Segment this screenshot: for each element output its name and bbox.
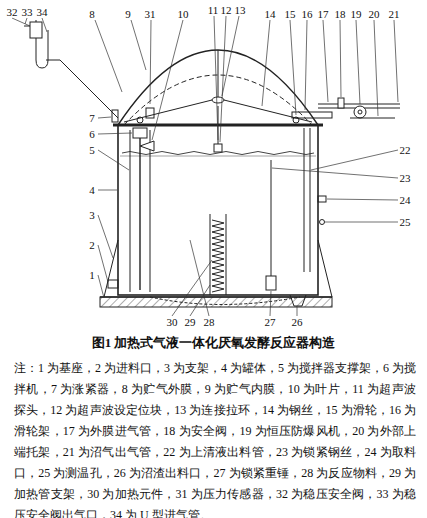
callout-number: 10 <box>177 9 190 20</box>
callout-number: 4 <box>88 185 96 196</box>
callout-number: 26 <box>291 317 304 328</box>
callout-number: 3 <box>88 210 96 221</box>
callout-number: 8 <box>88 9 96 20</box>
callout-number: 18 <box>334 9 347 20</box>
callout-number: 2 <box>88 240 96 251</box>
callout-number: 20 <box>368 9 381 20</box>
callout-number: 33 <box>21 7 34 18</box>
callout-number: 27 <box>264 317 277 328</box>
callout-number: 31 <box>144 9 157 20</box>
callout-number: 13 <box>234 5 247 16</box>
callout-number: 7 <box>88 113 96 124</box>
callout-number: 22 <box>399 145 412 156</box>
callout-number: 19 <box>350 9 363 20</box>
callout-number: 23 <box>399 173 412 184</box>
callout-number: 5 <box>88 145 96 156</box>
callout-number: 11 <box>207 5 220 16</box>
callout-number: 1 <box>88 270 96 281</box>
callout-number: 34 <box>36 7 49 18</box>
callout-number: 29 <box>184 317 197 328</box>
callout-number: 6 <box>88 129 96 140</box>
callout-number: 17 <box>317 9 330 20</box>
callout-number: 9 <box>124 9 132 20</box>
callout-number: 14 <box>264 9 277 20</box>
callout-number: 21 <box>388 9 401 20</box>
callout-number: 15 <box>284 9 297 20</box>
callout-number: 30 <box>166 317 179 328</box>
callout-number: 24 <box>399 195 412 206</box>
figure-caption: 图1 加热式气液一体化厌氧发酵反应器构造 <box>0 334 427 352</box>
callout-number: 28 <box>203 317 216 328</box>
callout-number: 25 <box>399 217 412 228</box>
figure-note: 注：1 为基座，2 为进料口，3 为支架，4 为罐体，5 为搅拌器支撑架，6 为… <box>14 358 416 518</box>
callout-number: 32 <box>6 7 19 18</box>
callout-number: 16 <box>301 9 314 20</box>
callout-number: 12 <box>220 5 233 16</box>
